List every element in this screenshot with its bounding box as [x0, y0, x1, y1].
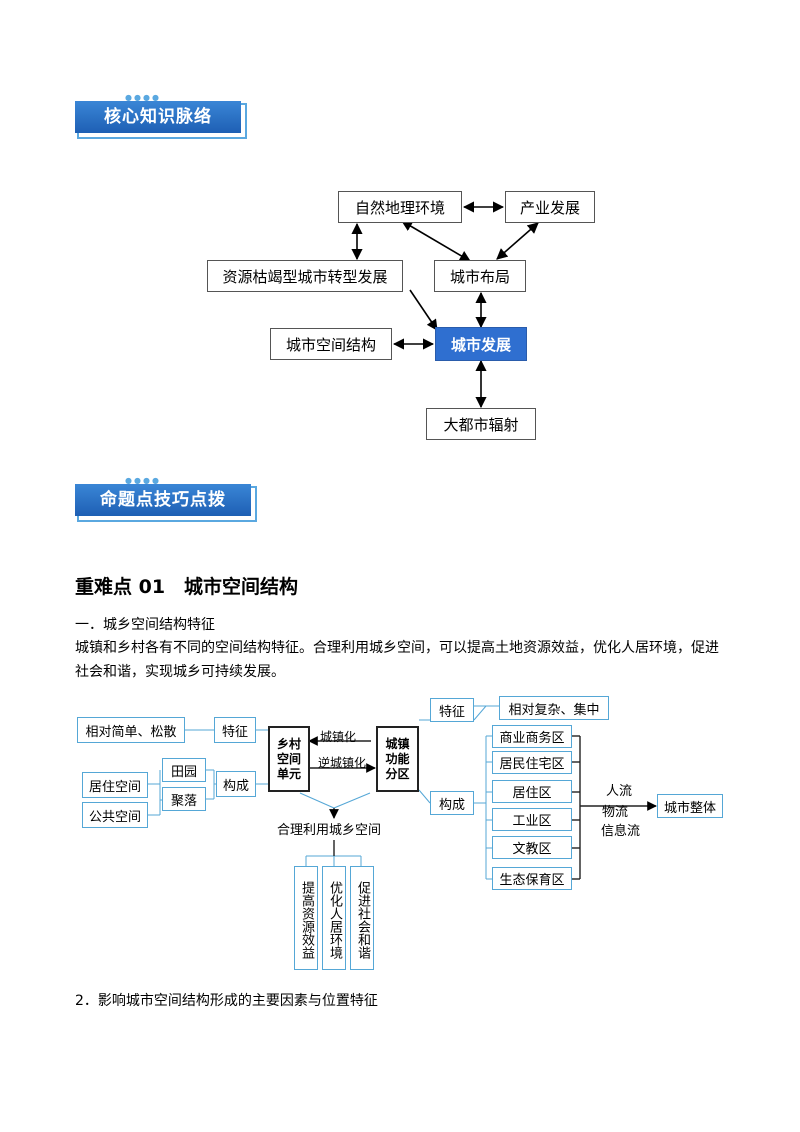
residential-space-box: 居住空间	[82, 772, 148, 798]
section-title: 重难点 01 城市空间结构	[75, 576, 299, 598]
town-zone-box: 城镇功能分区	[376, 726, 419, 792]
section-paragraph: 城镇和乡村各有不同的空间结构特征。合理利用城乡空间，可以提高土地资源效益，优化人…	[75, 640, 719, 680]
spatial-structure-box: 城市空间结构	[270, 328, 392, 360]
flow-goods: 物流	[602, 805, 629, 820]
banner-dots-icon: ●●●●	[125, 93, 161, 102]
left-feature-text: 相对简单、松散	[77, 717, 185, 743]
banner-title: 命题点技巧点拨	[75, 484, 251, 516]
right-feature-text: 相对复杂、集中	[499, 696, 609, 720]
subsection-heading-2: 2．影响城市空间结构形成的主要因素与位置特征	[75, 993, 378, 1009]
zone-ecological: 生态保育区	[492, 867, 572, 890]
benefit-box: 提高资源效益	[294, 866, 318, 970]
city-development-box: 城市发展	[435, 327, 527, 361]
zone-education: 文教区	[492, 836, 572, 859]
resource-city-box: 资源枯竭型城市转型发展	[207, 260, 403, 292]
tips-banner: ●●●● 命题点技巧点拨	[75, 477, 257, 522]
promote-box: 促进社会和谐	[350, 866, 374, 970]
village-box: 聚落	[162, 787, 206, 811]
rural-unit-box: 乡村空间单元	[268, 726, 310, 792]
city-layout-box: 城市布局	[434, 260, 526, 292]
left-feature-label: 特征	[214, 717, 256, 743]
urbanization-label: 城镇化	[320, 730, 357, 744]
zone-industrial: 工业区	[492, 808, 572, 831]
subsection-heading-1: 一．城乡空间结构特征	[75, 617, 215, 633]
metro-radiation-box: 大都市辐射	[426, 408, 536, 440]
right-compose-label: 构成	[430, 791, 474, 815]
core-knowledge-banner: ●●●● 核心知识脉络	[75, 94, 247, 139]
zone-residential: 居民住宅区	[492, 751, 572, 774]
left-compose-label: 构成	[216, 771, 256, 797]
zone-commercial: 商业商务区	[492, 725, 572, 748]
flow-info: 信息流	[601, 824, 641, 839]
optimize-box: 优化人居环境	[322, 866, 346, 970]
city-whole-box: 城市整体	[657, 794, 723, 818]
flow-people: 人流	[606, 784, 633, 799]
industry-box: 产业发展	[505, 191, 595, 223]
public-space-box: 公共空间	[82, 802, 148, 828]
reasonable-use-label: 合理利用城乡空间	[277, 823, 382, 838]
right-feature-label: 特征	[430, 698, 474, 722]
natural-environment-box: 自然地理环境	[338, 191, 462, 223]
zone-living: 居住区	[492, 780, 572, 803]
counter-urbanization-label: 逆城镇化	[318, 756, 367, 770]
field-box: 田园	[162, 758, 206, 782]
banner-title: 核心知识脉络	[75, 101, 241, 133]
banner-dots-icon: ●●●●	[125, 476, 161, 485]
